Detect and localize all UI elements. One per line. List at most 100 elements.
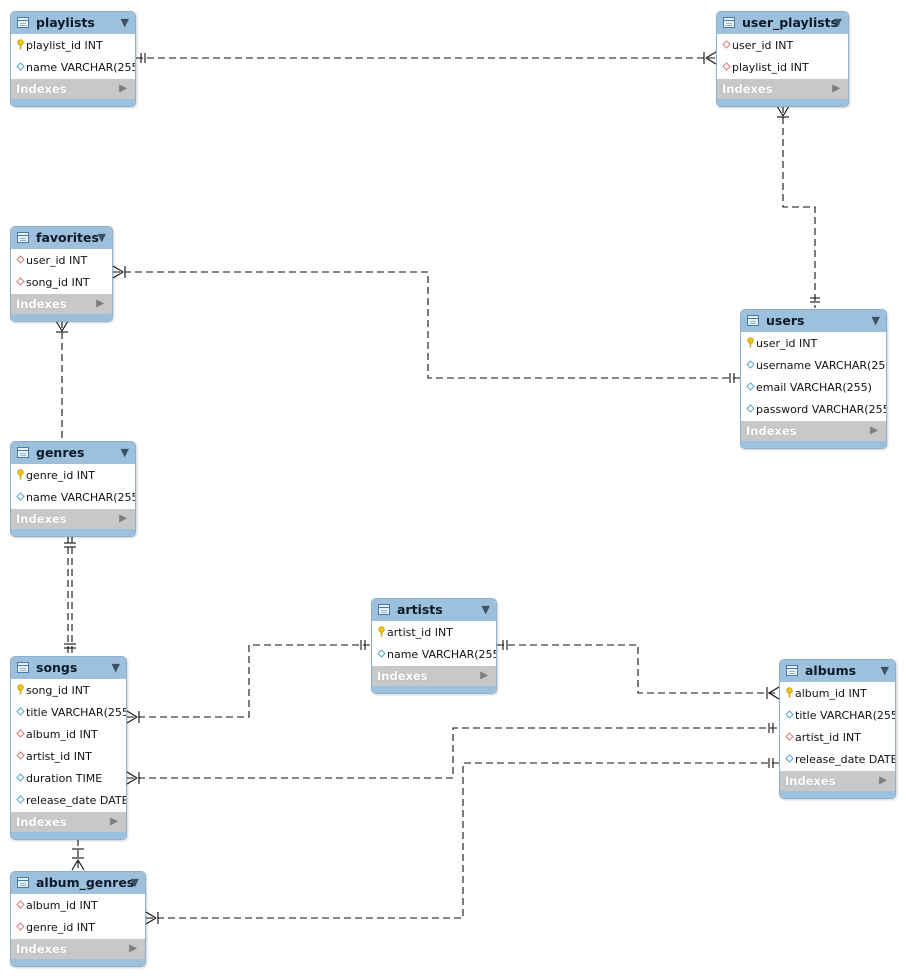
column-row[interactable]: artist_id INT <box>11 746 126 768</box>
table-header[interactable]: favorites▼ <box>11 227 112 249</box>
column-row[interactable]: artist_id INT <box>372 622 496 644</box>
column-row[interactable]: release_date DATE <box>780 749 895 771</box>
column-row[interactable]: password VARCHAR(255) <box>741 399 886 421</box>
column-row[interactable]: user_id INT <box>717 35 848 57</box>
foreign-key-icon <box>722 62 731 71</box>
table-footer <box>11 99 135 106</box>
column-row[interactable]: genre_id INT <box>11 917 145 939</box>
table-header[interactable]: user_playlists▼ <box>717 12 848 34</box>
column-row[interactable]: playlist_id INT <box>11 35 135 57</box>
table-icon <box>17 447 29 458</box>
collapse-arrow-icon[interactable]: ▼ <box>130 876 139 889</box>
column-icon <box>16 62 25 71</box>
expand-arrow-icon[interactable]: ▶ <box>480 670 488 681</box>
column-icon <box>785 754 794 763</box>
indexes-section[interactable]: Indexes▶ <box>11 79 135 99</box>
column-label: release_date DATE <box>26 794 127 807</box>
foreign-key-icon <box>16 729 25 738</box>
table-header[interactable]: users▼ <box>741 310 886 332</box>
column-row[interactable]: release_date DATE <box>11 790 126 812</box>
table-footer <box>717 99 848 106</box>
indexes-section[interactable]: Indexes▶ <box>11 294 112 314</box>
table-footer <box>11 959 145 966</box>
table-header[interactable]: album_genres▼ <box>11 872 145 894</box>
indexes-section[interactable]: Indexes ▶ <box>11 939 145 959</box>
expand-arrow-icon[interactable]: ▶ <box>879 775 887 786</box>
table-header[interactable]: albums▼ <box>780 660 895 682</box>
card-one-users-top <box>810 297 820 303</box>
indexes-section[interactable]: Indexes▶ <box>717 79 848 99</box>
column-row[interactable]: artist_id INT <box>780 727 895 749</box>
table-songs[interactable]: songs▼ song_id INT title VARCHAR(255) album… <box>10 656 127 840</box>
table-icon <box>747 315 759 326</box>
collapse-arrow-icon[interactable]: ▼ <box>111 661 120 674</box>
table-user-playlists[interactable]: user_playlists▼ user_id INT playlist_id IN… <box>716 11 849 107</box>
collapse-arrow-icon[interactable]: ▼ <box>871 314 880 327</box>
indexes-section[interactable]: Indexes▶ <box>11 812 126 832</box>
column-row[interactable]: song_id INT <box>11 680 126 702</box>
table-header[interactable]: songs▼ <box>11 657 126 679</box>
column-row[interactable]: user_id INT <box>11 250 112 272</box>
column-row[interactable]: email VARCHAR(255) <box>741 377 886 399</box>
expand-arrow-icon[interactable]: ▶ <box>870 425 878 436</box>
card-many-album-genres <box>145 911 159 925</box>
column-row[interactable]: user_id INT <box>741 333 886 355</box>
column-row[interactable]: title VARCHAR(255) <box>11 702 126 724</box>
card-many-favorites-bottom <box>55 320 69 333</box>
collapse-arrow-icon[interactable]: ▼ <box>833 16 842 29</box>
column-row[interactable]: duration TIME <box>11 768 126 790</box>
expand-arrow-icon[interactable]: ▶ <box>119 83 127 94</box>
column-row[interactable]: username VARCHAR(255) <box>741 355 886 377</box>
column-label: release_date DATE <box>795 753 896 766</box>
table-header[interactable]: genres ▼ <box>11 442 135 464</box>
column-row[interactable]: title VARCHAR(255) <box>780 705 895 727</box>
indexes-section[interactable]: Indexes▶ <box>741 421 886 441</box>
column-row[interactable]: name VARCHAR(255) <box>11 487 135 509</box>
column-row[interactable]: album_id INT <box>780 683 895 705</box>
column-label: song_id INT <box>26 684 90 697</box>
table-footer <box>372 686 496 693</box>
column-label: title VARCHAR(255) <box>26 706 127 719</box>
table-icon <box>17 662 29 673</box>
indexes-section[interactable]: Indexes▶ <box>11 509 135 529</box>
table-header[interactable]: artists▼ <box>372 599 496 621</box>
column-row[interactable]: song_id INT <box>11 272 112 294</box>
card-one-songs-top <box>64 643 76 649</box>
collapse-arrow-icon[interactable]: ▼ <box>120 446 129 459</box>
indexes-label: Indexes <box>16 942 67 956</box>
collapse-arrow-icon[interactable]: ▼ <box>120 16 129 29</box>
expand-arrow-icon[interactable]: ▶ <box>832 83 840 94</box>
card-one-users-left <box>729 373 735 383</box>
column-row[interactable]: playlist_id INT <box>717 57 848 79</box>
expand-arrow-icon[interactable]: ▶ <box>129 943 137 954</box>
table-header[interactable]: playlists▼ <box>11 12 135 34</box>
column-label: user_id INT <box>732 39 794 52</box>
expand-arrow-icon[interactable]: ▶ <box>119 513 127 524</box>
collapse-arrow-icon[interactable]: ▼ <box>481 603 490 616</box>
column-row[interactable]: genre_id INT <box>11 465 135 487</box>
column-label: duration TIME <box>26 772 103 785</box>
indexes-section[interactable]: Indexes▶ <box>372 666 496 686</box>
table-icon <box>723 17 735 28</box>
indexes-section[interactable]: Indexes▶ <box>780 771 895 791</box>
column-row[interactable]: album_id INT <box>11 895 145 917</box>
collapse-arrow-icon[interactable]: ▼ <box>880 664 889 677</box>
column-icon <box>16 492 25 501</box>
column-row[interactable]: album_id INT <box>11 724 126 746</box>
column-row[interactable]: name VARCHAR(255) <box>372 644 496 666</box>
expand-arrow-icon[interactable]: ▶ <box>96 298 104 309</box>
collapse-arrow-icon[interactable]: ▼ <box>97 231 106 244</box>
column-row[interactable]: name VARCHAR(255) <box>11 57 135 79</box>
table-name: genres <box>36 445 85 460</box>
column-list: user_id INT playlist_id INT <box>717 34 848 79</box>
expand-arrow-icon[interactable]: ▶ <box>110 816 118 827</box>
